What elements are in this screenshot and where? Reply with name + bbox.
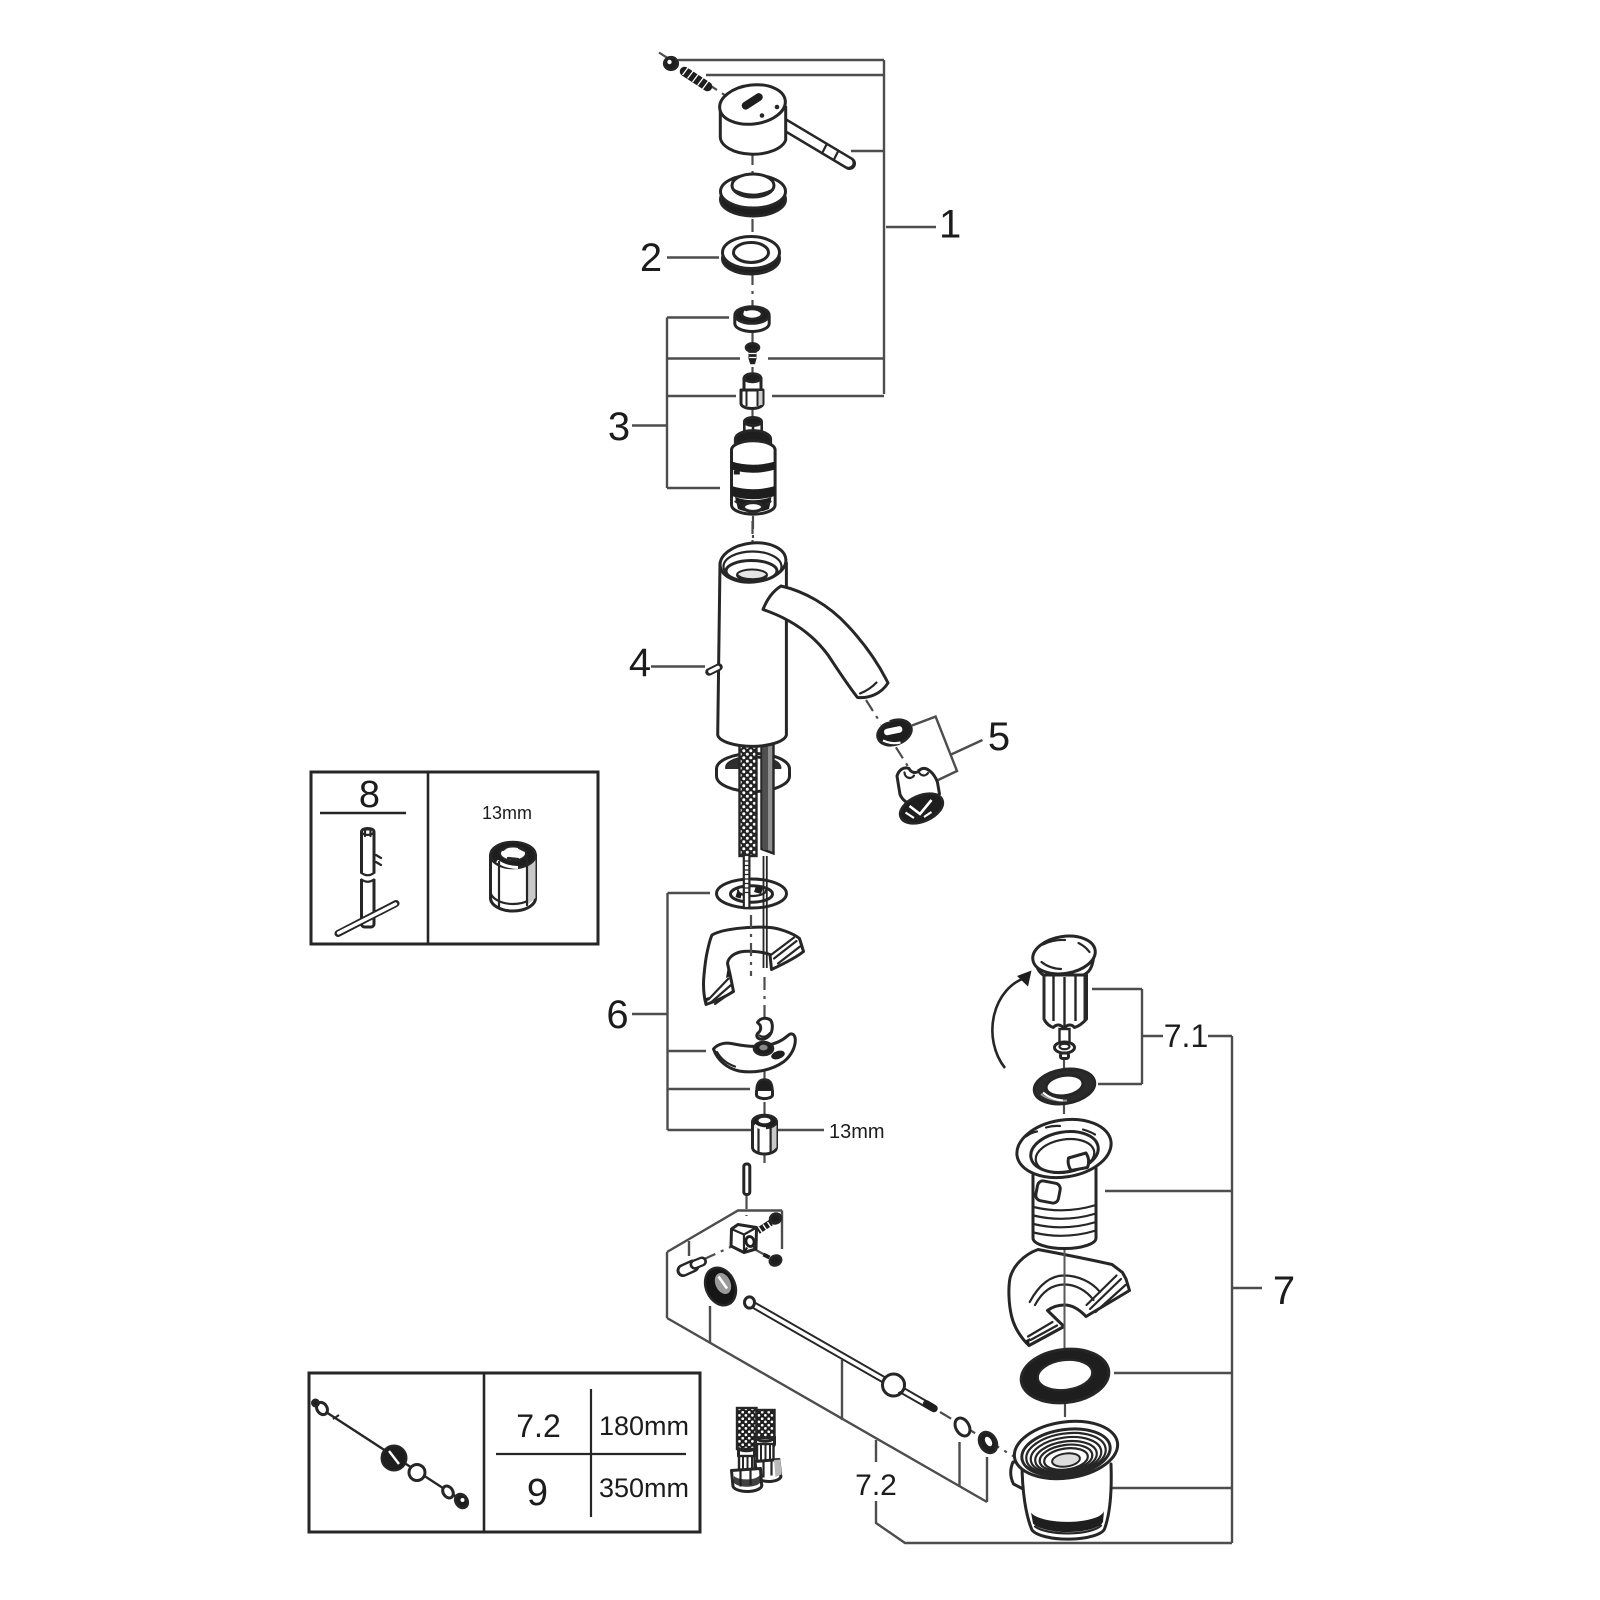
svg-text:4: 4 xyxy=(629,641,651,685)
svg-text:7: 7 xyxy=(1273,1269,1295,1313)
svg-text:350mm: 350mm xyxy=(599,1473,689,1503)
svg-text:7.2: 7.2 xyxy=(516,1408,560,1444)
svg-text:2: 2 xyxy=(640,236,662,280)
svg-text:180mm: 180mm xyxy=(599,1411,689,1441)
svg-text:7.2: 7.2 xyxy=(855,1469,897,1502)
svg-text:7.1: 7.1 xyxy=(1164,1018,1208,1054)
svg-text:8: 8 xyxy=(359,774,380,816)
svg-text:13mm: 13mm xyxy=(482,803,532,823)
svg-text:5: 5 xyxy=(988,715,1010,759)
svg-text:13mm: 13mm xyxy=(829,1121,885,1143)
svg-text:9: 9 xyxy=(527,1472,548,1514)
svg-text:6: 6 xyxy=(606,993,628,1037)
svg-text:3: 3 xyxy=(608,405,630,449)
svg-text:1: 1 xyxy=(939,203,961,247)
